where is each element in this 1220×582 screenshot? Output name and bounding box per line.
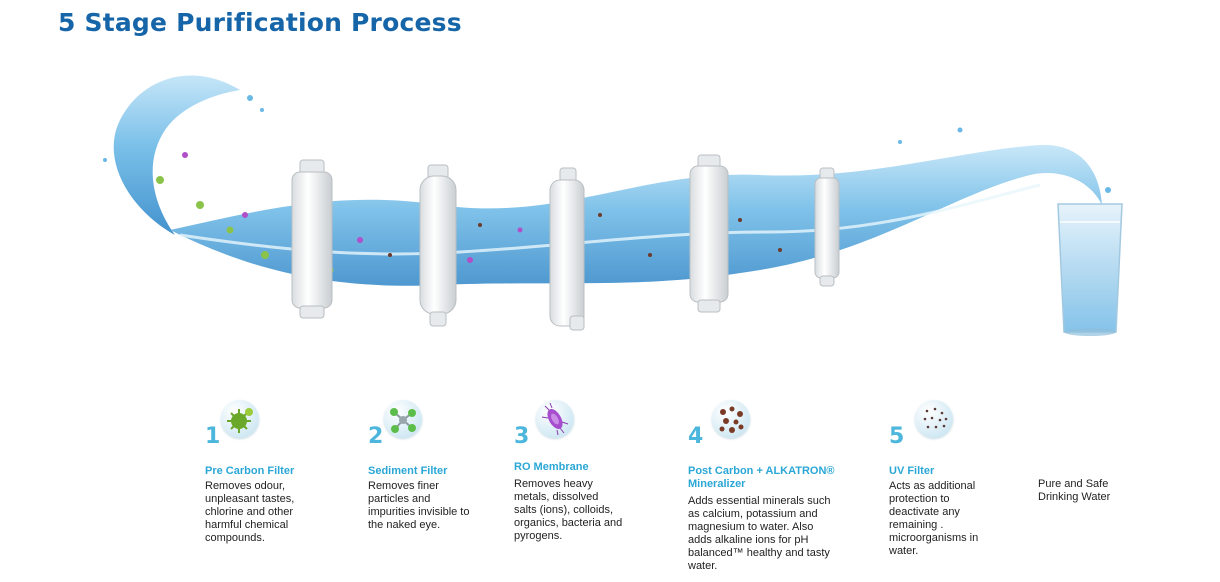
stage-description: Removes finer particles and impurities i… [368, 480, 470, 531]
stage-name: Post Carbon + ALKATRON® Mineralizer [688, 465, 835, 490]
uv-cartridge [814, 167, 840, 287]
filter-cartridges [291, 154, 840, 331]
water-splash [103, 75, 1111, 286]
page-title: 5 Stage Purification Process [58, 8, 462, 37]
stage-number: 5 [889, 424, 905, 449]
drinking-glass [1057, 203, 1123, 336]
stage-name: UV Filter [889, 465, 935, 477]
purification-illustration [103, 75, 1123, 336]
purple-microbe-icon [536, 400, 574, 438]
stage-name: Pre Carbon Filter [205, 465, 295, 477]
stage-number: 3 [514, 424, 530, 449]
ro-membrane-cartridge [549, 167, 585, 331]
pre-carbon-cartridge [291, 159, 333, 319]
stage-description: Adds essential minerals such as calcium,… [688, 495, 831, 572]
green-bacteria-icon [221, 400, 259, 438]
stage-description: Removes odour, unpleasant tastes, chlori… [205, 480, 295, 544]
stage-description: Acts as additional protection to deactiv… [889, 480, 979, 557]
sediment-cartridge [419, 164, 457, 327]
post-carbon-cartridge [689, 154, 729, 313]
stage-name: Sediment Filter [368, 465, 448, 477]
microorganism-dots-icon [915, 400, 953, 438]
mineral-particles-icon [712, 400, 750, 438]
pure-water-label: Pure and Safe Drinking Water [1038, 478, 1111, 503]
stage-description: Removes heavy metals, dissolved salts (i… [514, 478, 623, 542]
stage-number: 4 [688, 424, 704, 449]
stage-name: RO Membrane [514, 461, 589, 473]
stage-number: 1 [205, 424, 221, 449]
molecule-icon [384, 400, 422, 438]
stage-number: 2 [368, 424, 384, 449]
